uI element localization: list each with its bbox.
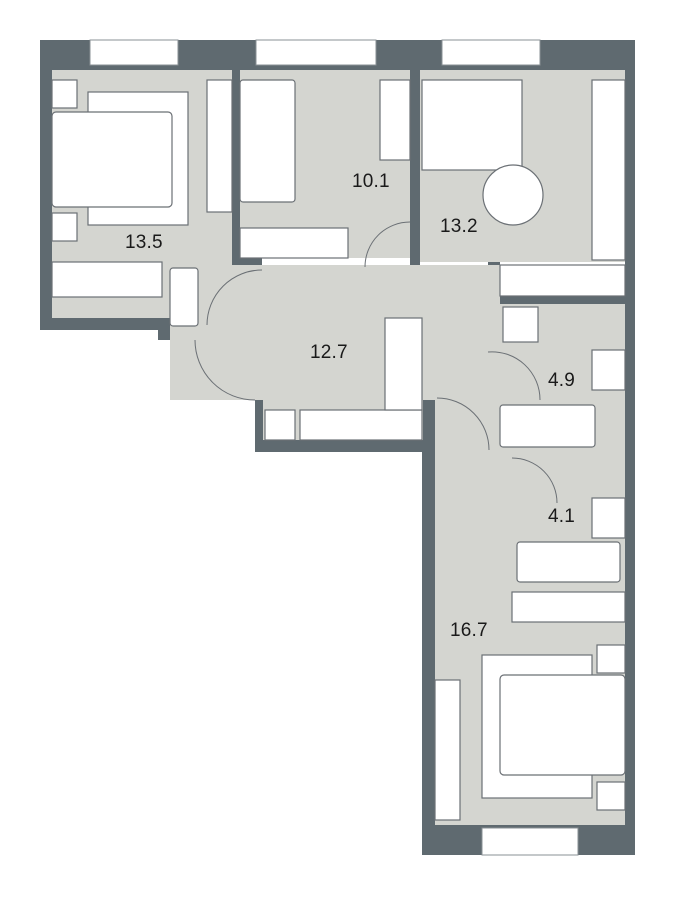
window [481,827,579,856]
desk [434,679,461,821]
room-area-kitchen: 13.2 [440,216,478,237]
window [89,39,179,66]
door-swing [487,351,541,401]
room-area-bathroom-1: 4.9 [548,370,576,391]
room-area-bedroom-3: 16.7 [450,620,488,641]
washing-machine-icon [502,306,539,343]
wardrobe [299,409,423,441]
dining-table-icon [482,164,544,226]
bathtub-icon [499,404,596,448]
sofa-icon [421,79,523,171]
wardrobe [384,317,423,411]
room-area-bedroom-2: 10.1 [352,171,390,192]
desk [206,79,233,213]
bathtub-icon [516,541,621,583]
wardrobe [51,261,163,298]
door-swing [364,221,411,268]
windows [89,39,579,856]
sink-icon [591,497,626,539]
nightstand [51,212,78,242]
wardrobe [239,227,349,259]
nightstand [596,644,626,674]
door-swing [206,269,263,326]
door-swing [436,397,490,451]
doors [194,221,558,504]
kitchen-counter [591,79,626,261]
bed-icon [239,79,296,203]
window [255,39,377,66]
door-swing [511,457,558,504]
sink-icon [591,349,626,391]
door-swing [194,339,256,401]
room-area-bedroom-1: 13.5 [125,232,163,253]
wardrobe [511,591,626,623]
room-area-bathroom-2: 4.1 [548,506,576,527]
nightstand [51,79,78,109]
window [441,39,541,66]
furniture [51,79,626,821]
room-area-hallway: 12.7 [310,342,348,363]
desk [379,79,411,161]
nightstand [596,781,626,811]
